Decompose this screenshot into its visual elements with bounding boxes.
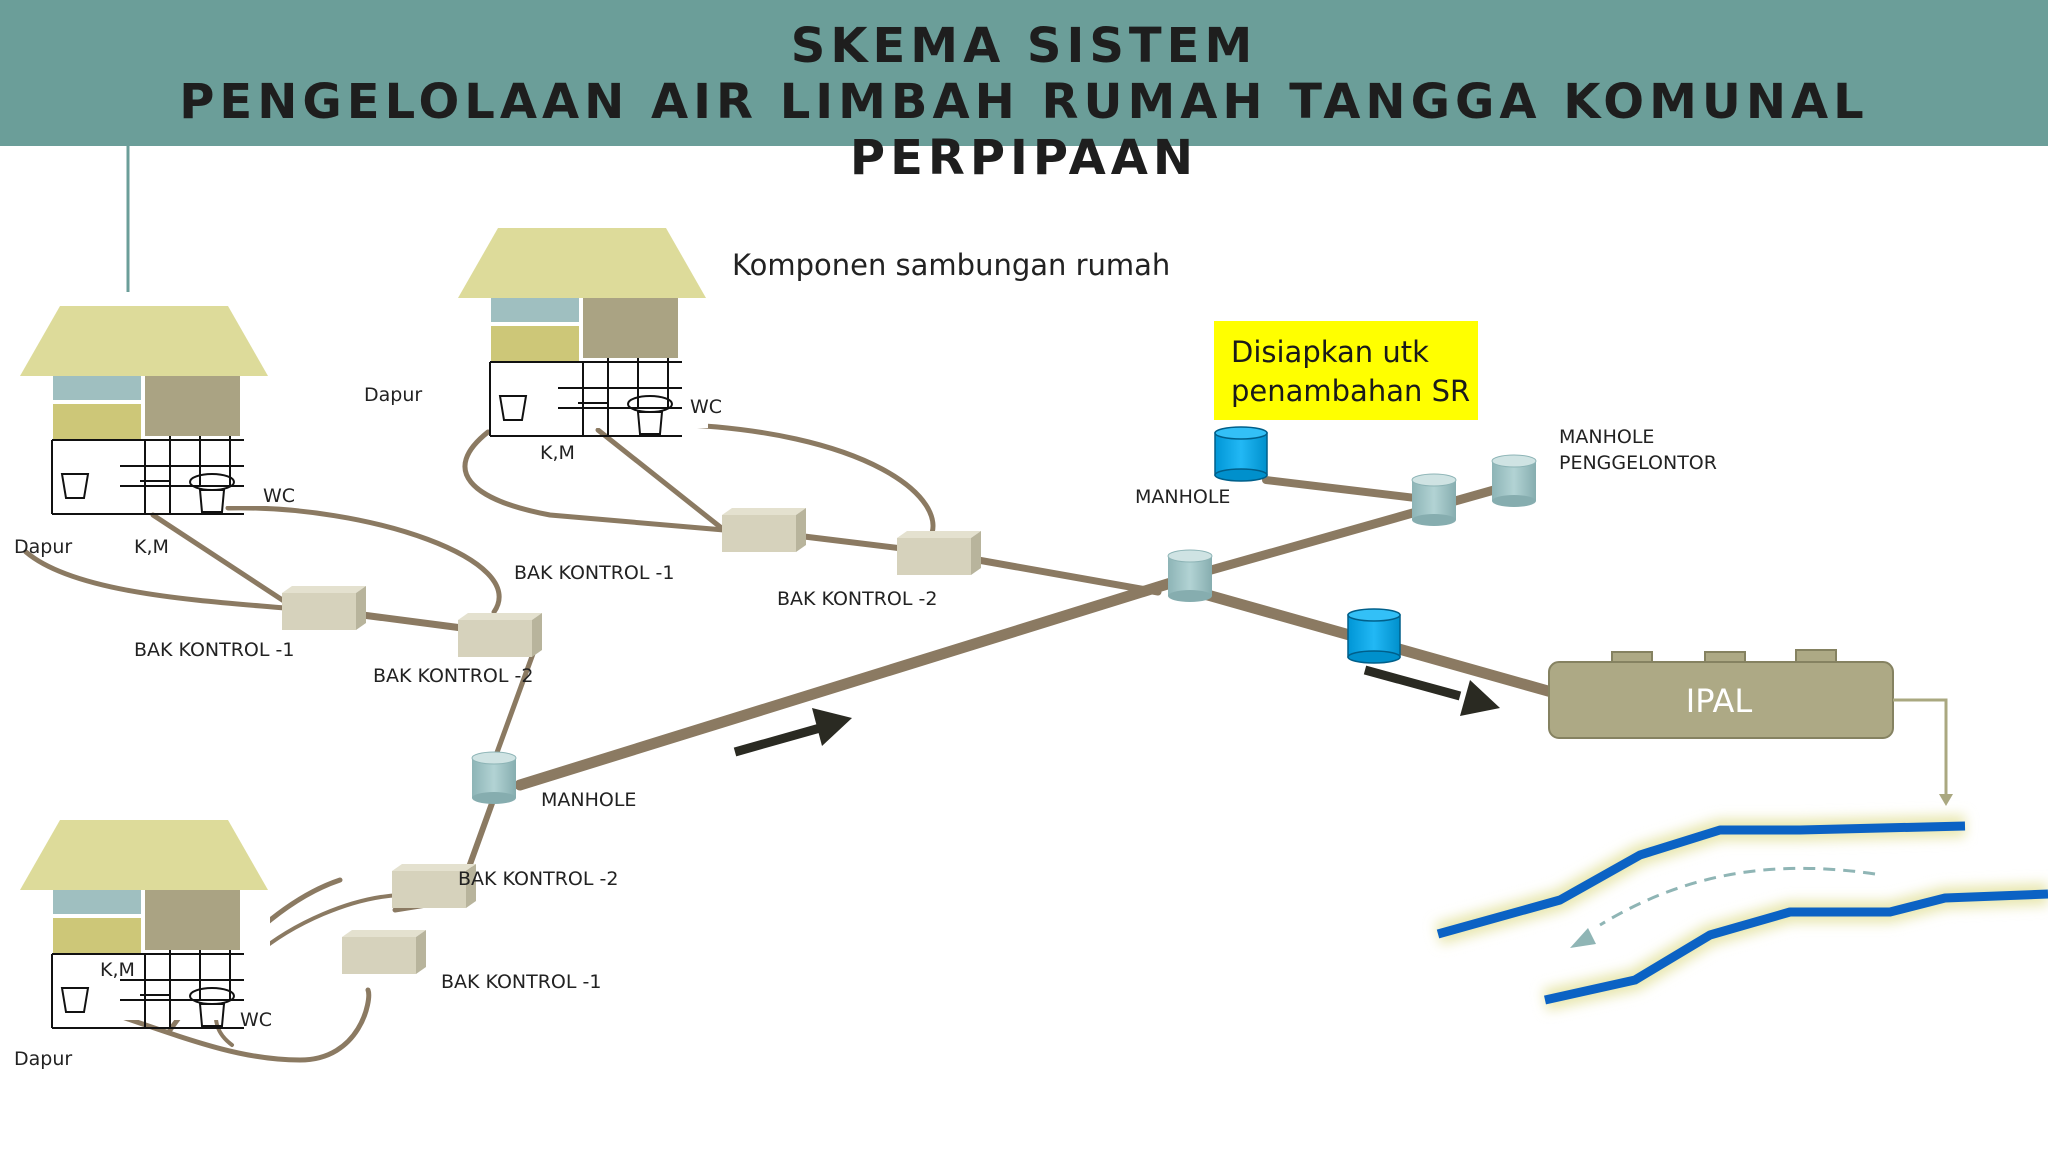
dapur-label-h2: Dapur	[364, 384, 423, 406]
note-line-1: Disiapkan utk	[1231, 335, 1429, 369]
bak-kontrol-label-h2-2: BAK KONTROL -2	[777, 588, 938, 610]
manhole-penggelontor-label-1: MANHOLE	[1559, 426, 1655, 448]
km-label-h2: K,M	[540, 442, 575, 464]
reserved-sr-marker-icon	[1347, 608, 1401, 664]
bak-kontrol-house2-1	[722, 508, 806, 552]
flow-arrows	[733, 665, 1500, 757]
dapur-label-h3: Dapur	[14, 1048, 73, 1070]
bak-kontrol-label-h1-1: BAK KONTROL -1	[134, 639, 295, 661]
ipal-label: IPAL	[1685, 682, 1753, 720]
bak-kontrol-house2-2	[897, 531, 981, 575]
komponen-label: Komponen sambungan rumah	[732, 248, 1171, 282]
manhole-penggelontor-label-2: PENGGELONTOR	[1559, 452, 1717, 474]
manhole-penggelontor	[1491, 454, 1537, 508]
note-box: Disiapkan utk penambahan SR	[1214, 321, 1478, 420]
bak-kontrol-label-h3-1: BAK KONTROL -1	[441, 971, 602, 993]
manhole-label-left: MANHOLE	[541, 789, 637, 811]
km-label-h1: K,M	[134, 536, 169, 558]
dapur-label-h1: Dapur	[14, 536, 73, 558]
ipal-outflow-arrow	[1893, 698, 1953, 806]
wc-label-h2: WC	[690, 396, 723, 418]
house-center-top	[457, 227, 709, 437]
manhole-junction	[1167, 549, 1213, 603]
title-line-2: PENGELOLAAN AIR LIMBAH RUMAH TANGGA KOMU…	[179, 74, 1869, 186]
bak-kontrol-house3-1	[342, 930, 426, 974]
ipal-tank	[1548, 649, 1894, 739]
house-left-bottom	[19, 819, 271, 1029]
title-line-1: SKEMA SISTEM	[790, 18, 1258, 74]
wc-label-h1: WC	[263, 485, 296, 507]
manhole-mid	[1411, 473, 1457, 527]
manhole-label-right: MANHOLE	[1135, 486, 1231, 508]
bak-kontrol-house1-2	[458, 613, 542, 657]
wc-label-h3: WC	[240, 1009, 273, 1031]
pipe-network	[23, 421, 1561, 1063]
header-band	[0, 0, 2048, 146]
bak-kontrol-house1-1	[282, 586, 366, 630]
bak-kontrol-label-h2-1: BAK KONTROL -1	[514, 562, 675, 584]
note-line-2: penambahan SR	[1231, 374, 1471, 408]
river	[1435, 815, 2048, 1011]
bak-kontrol-label-h1-2: BAK KONTROL -2	[373, 665, 534, 687]
house-left-top	[19, 305, 271, 515]
bak-kontrol-label-h3-2: BAK KONTROL -2	[458, 868, 619, 890]
manhole-left	[471, 751, 517, 805]
km-label-h3: K,M	[100, 959, 135, 981]
reserved-sr-manhole-icon	[1214, 426, 1268, 482]
